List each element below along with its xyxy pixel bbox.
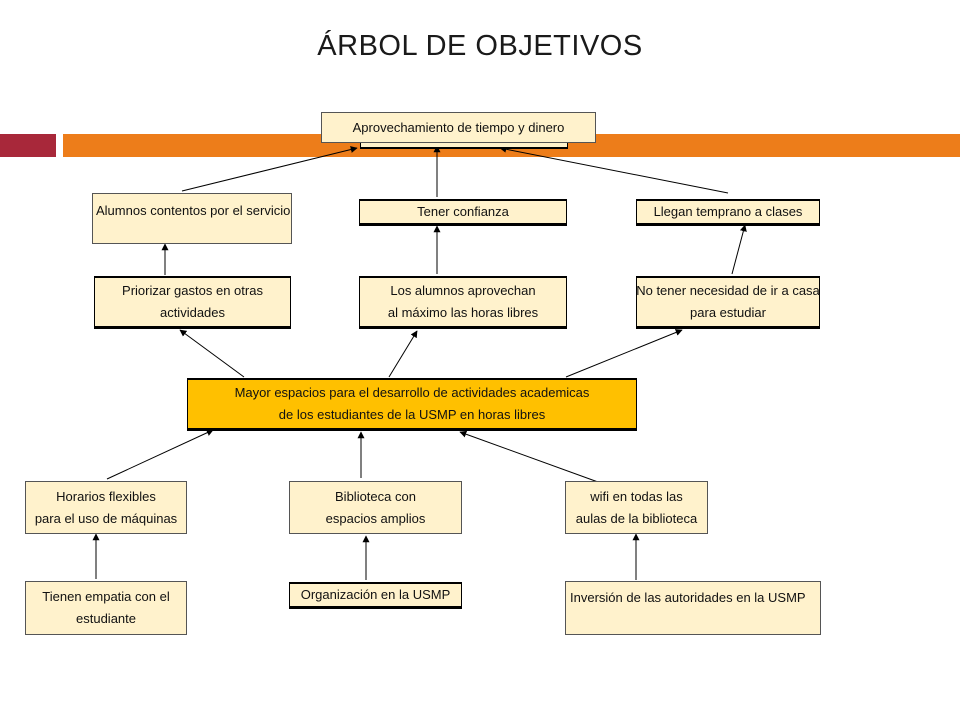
node-wifi-line1: wifi en todas las xyxy=(590,488,683,504)
arrow-core-l3c xyxy=(565,329,683,378)
arrow-l2a-top xyxy=(181,146,358,192)
node-core-objective-line2: de los estudiantes de la USMP en horas l… xyxy=(278,407,546,422)
arrow-l5a-core xyxy=(106,429,214,480)
node-top-goal: Aprovechamiento de tiempo y dinero xyxy=(321,112,596,143)
arrow-l5c-core xyxy=(459,430,599,483)
node-biblioteca-con: Biblioteca con espacios amplios xyxy=(289,481,462,534)
node-tener-confianza: Tener confianza xyxy=(359,199,567,226)
node-tener-confianza-line1: Tener confianza xyxy=(417,204,509,219)
node-biblioteca-con-line1: Biblioteca con xyxy=(335,488,416,504)
node-biblioteca-con-line2: espacios amplios xyxy=(325,510,426,526)
node-core-objective-line1: Mayor espacios para el desarrollo de act… xyxy=(234,385,590,400)
node-organizacion-usmp: Organización en la USMP xyxy=(289,582,462,609)
node-alumnos-aprovechan: Los alumnos aprovechan al máximo las hor… xyxy=(359,276,567,329)
node-tienen-empatia-line1: Tienen empatia con el xyxy=(42,589,170,604)
header-accent-bar-left xyxy=(0,134,56,157)
arrow-core-l3b xyxy=(388,330,418,378)
node-inversion-autoridades-line1: Inversión de las autoridades en la USMP xyxy=(570,590,806,605)
node-no-ir-a-casa-line1: No tener necesidad de ir a casa xyxy=(636,283,820,298)
node-no-ir-a-casa-line2: para estudiar xyxy=(690,305,766,320)
node-llegan-temprano: Llegan temprano a clases xyxy=(636,199,820,226)
node-priorizar-gastos: Priorizar gastos en otras actividades xyxy=(94,276,291,329)
arrow-core-l3a xyxy=(179,329,245,378)
node-priorizar-gastos-line2: actividades xyxy=(159,305,226,320)
node-tienen-empatia: Tienen empatia con el estudiante xyxy=(25,581,187,635)
node-inversion-autoridades: Inversión de las autoridades en la USMP xyxy=(565,581,821,635)
node-horarios-flexibles: Horarios flexibles para el uso de máquin… xyxy=(25,481,187,534)
page-title: ÁRBOL DE OBJETIVOS xyxy=(317,30,643,62)
node-tienen-empatia-line2: estudiante xyxy=(76,611,136,626)
node-alumnos-contentos: Alumnos contentos por el servicio xyxy=(92,193,292,244)
node-core-objective: Mayor espacios para el desarrollo de act… xyxy=(187,378,637,431)
arrow-l3c-l2c xyxy=(731,224,747,275)
node-horarios-flexibles-line1: Horarios flexibles xyxy=(56,488,156,504)
node-llegan-temprano-line1: Llegan temprano a clases xyxy=(653,204,803,219)
node-organizacion-usmp-line1: Organización en la USMP xyxy=(300,587,451,602)
node-alumnos-contentos-line1: Alumnos contentos por el servicio xyxy=(96,203,291,218)
node-alumnos-aprovechan-line1: Los alumnos aprovechan xyxy=(390,283,536,298)
node-top-goal-line1: Aprovechamiento de tiempo y dinero xyxy=(352,119,565,135)
arrow-l2c-top xyxy=(499,145,729,194)
node-wifi: wifi en todas las aulas de la biblioteca xyxy=(565,481,708,534)
node-alumnos-aprovechan-line2: al máximo las horas libres xyxy=(387,305,539,320)
node-no-ir-a-casa: No tener necesidad de ir a casa para est… xyxy=(636,276,820,329)
node-priorizar-gastos-line1: Priorizar gastos en otras xyxy=(122,283,263,298)
node-horarios-flexibles-line2: para el uso de máquinas xyxy=(34,510,178,526)
node-wifi-line2: aulas de la biblioteca xyxy=(575,510,698,526)
